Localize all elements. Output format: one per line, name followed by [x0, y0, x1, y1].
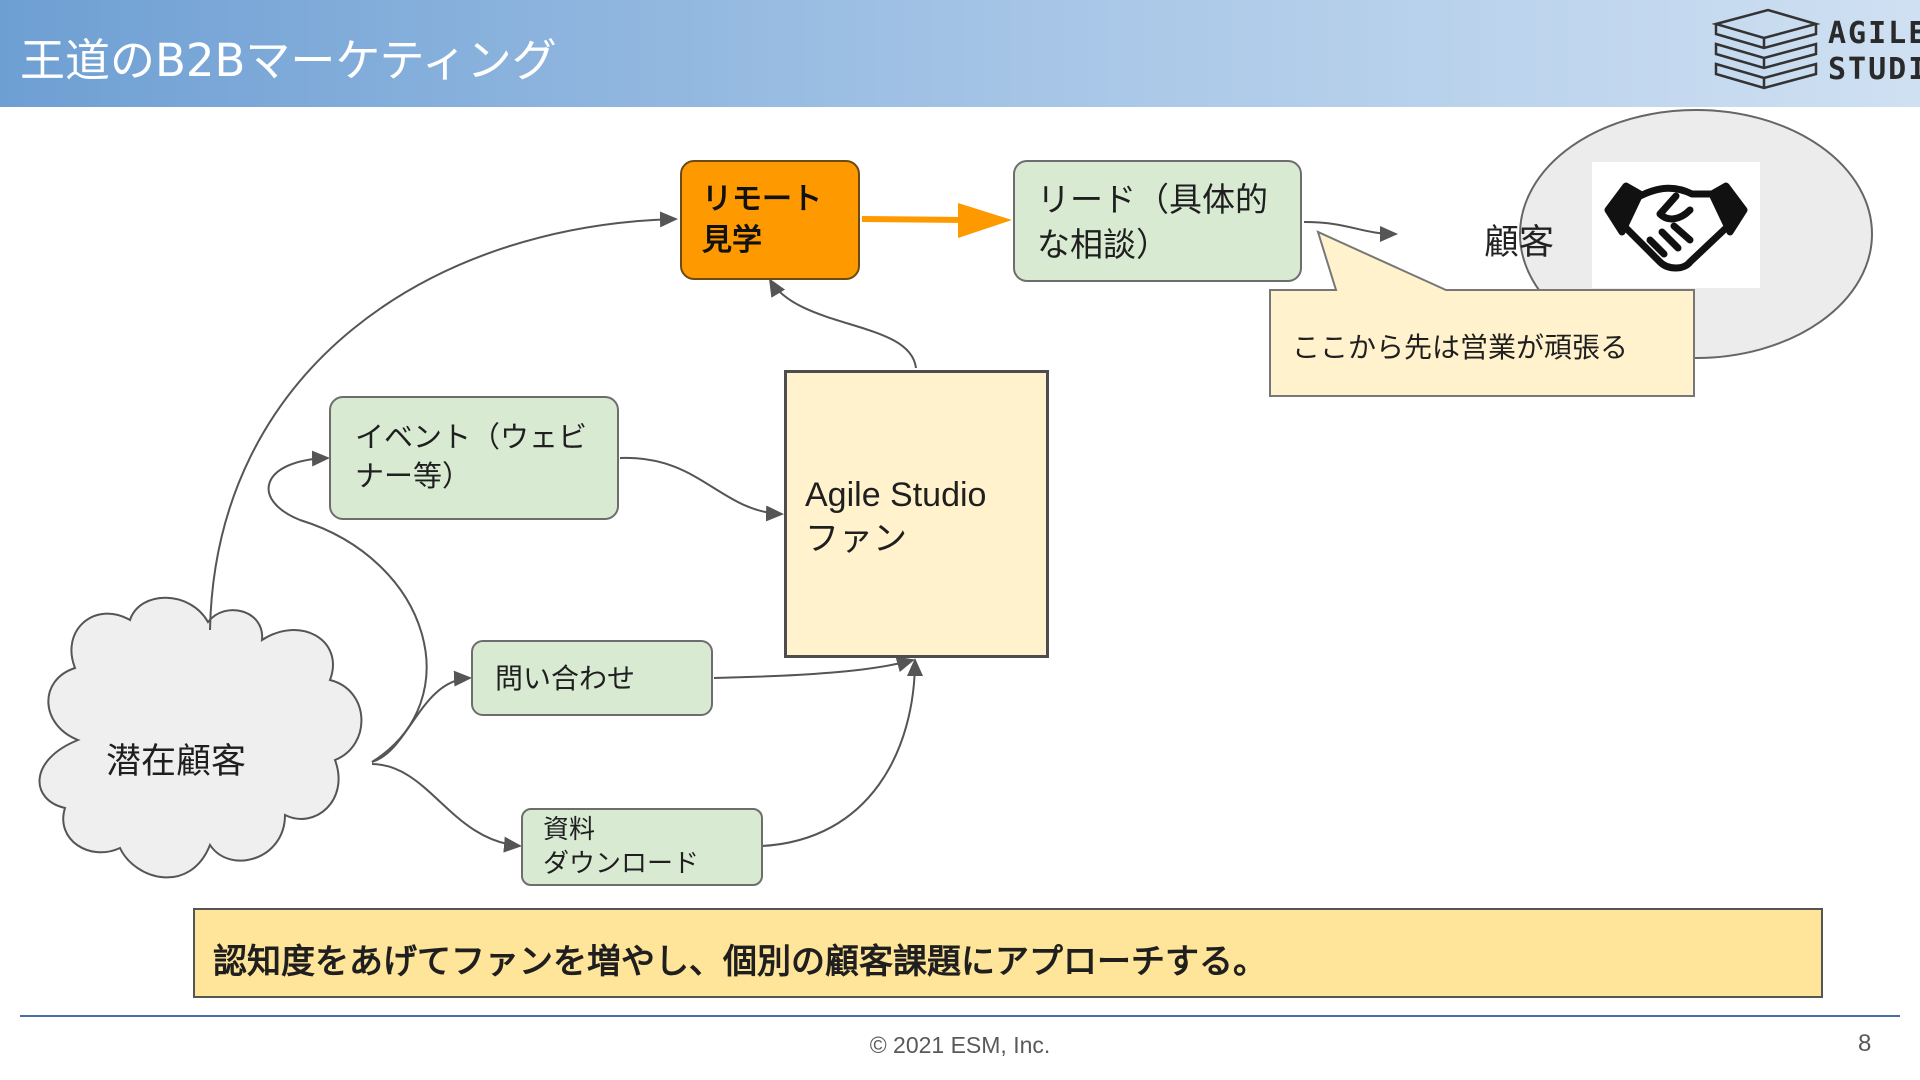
slide-title: 王道のB2Bマーケティング — [20, 34, 557, 87]
lead-box: リード（具体的 な相談） — [1013, 160, 1302, 282]
download-box: 資料 ダウンロード — [521, 808, 763, 886]
page-number: 8 — [1858, 1030, 1872, 1057]
callout-text: ここから先は営業が頑張る — [1292, 331, 1629, 364]
summary-banner: 認知度をあげてファンを増やし、個別の顧客課題にアプローチする。 — [193, 908, 1823, 998]
potential-customer-label: 潜在顧客 — [106, 742, 247, 782]
logo-text-line1: AGILE — [1828, 16, 1920, 51]
event-box: イベント（ウェビ ナー等） — [329, 396, 619, 520]
handshake-icon — [1604, 182, 1748, 272]
header-bar — [0, 0, 1920, 107]
customer-label: 顧客 — [1484, 223, 1555, 263]
agile-studio-fan-box: Agile Studio ファン — [784, 370, 1049, 658]
inquiry-box: 問い合わせ — [471, 640, 713, 716]
remote-tour-box: リモート 見学 — [680, 160, 860, 280]
copyright-text: © 2021 ESM, Inc. — [869, 1032, 1051, 1058]
agile-studio-logo-icon — [1712, 8, 1821, 90]
potential-customer-cloud — [38, 596, 363, 879]
callout-bubble — [1269, 230, 1695, 397]
footer-divider — [20, 1015, 1900, 1017]
logo-text-line2: STUDIO — [1828, 52, 1920, 87]
